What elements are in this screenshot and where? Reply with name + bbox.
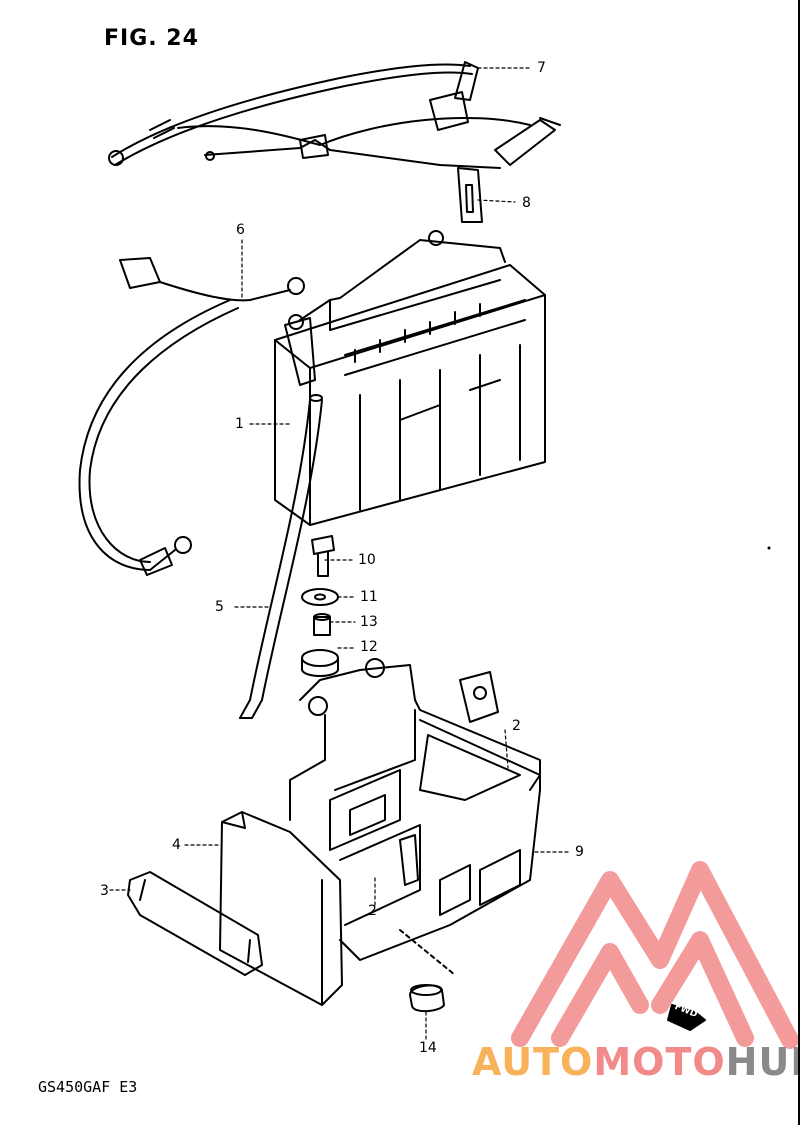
fwd-arrow [667, 1004, 706, 1031]
callout-6: 6 [236, 222, 245, 238]
callout-10: 10 [358, 552, 376, 568]
callout-5: 5 [215, 599, 224, 615]
battery-1 [274, 230, 546, 526]
callout-11: 11 [360, 589, 378, 605]
watermark-logo-text: AUTOMOTOHUB [472, 1040, 800, 1084]
callout-7: 7 [537, 60, 546, 76]
watermark-moto: MOTO [593, 1040, 726, 1084]
battery-cover-4 [219, 811, 343, 1006]
washer-11 [301, 588, 339, 606]
callout-13: 13 [360, 614, 378, 630]
callout-4: 4 [172, 837, 181, 853]
callout-1: 1 [235, 416, 244, 432]
collar-13 [313, 613, 331, 636]
battery-holder-9 [289, 658, 541, 961]
battery-cable-6 [78, 257, 305, 576]
figure-title: FIG. 24 [104, 26, 199, 51]
fuse-holder-8 [457, 167, 483, 223]
callout-2-upper: 2 [512, 718, 521, 734]
callout-8: 8 [522, 195, 531, 211]
bolt-10 [311, 535, 335, 577]
callout-12: 12 [360, 639, 378, 655]
cushion-12 [301, 649, 339, 677]
battery-band-3 [127, 871, 263, 976]
watermark-auto: AUTO [472, 1040, 594, 1084]
model-code: GS450GAF E3 [38, 1078, 138, 1096]
watermark-hub: HUB [725, 1040, 800, 1084]
cap-14 [399, 929, 456, 1013]
breather-tube-5 [239, 394, 323, 719]
callout-9: 9 [575, 844, 584, 860]
right-border [798, 0, 800, 1125]
leader-lines [109, 67, 571, 1041]
callout-14: 14 [419, 1040, 437, 1056]
callout-3: 3 [100, 883, 109, 899]
watermark-triangle [511, 861, 799, 1049]
battery-cable-7 [108, 61, 561, 169]
callout-2-lower: 2 [368, 903, 377, 919]
